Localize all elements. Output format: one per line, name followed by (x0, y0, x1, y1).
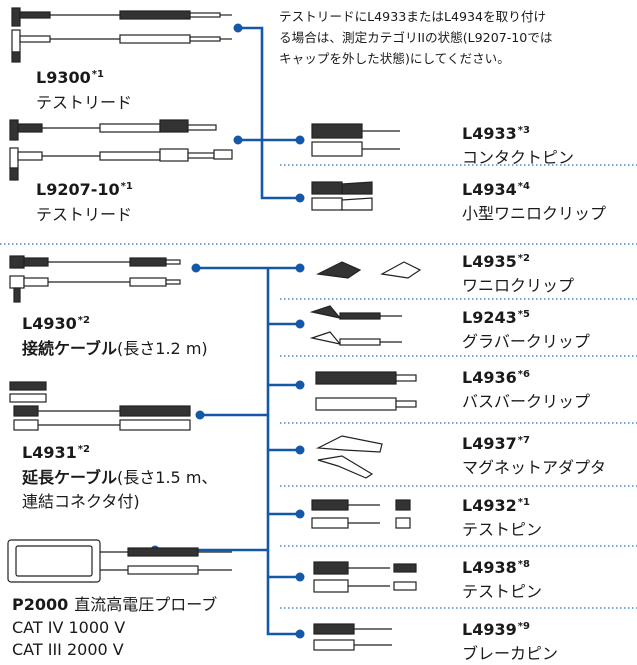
l4936-desc: バスバークリップ (462, 392, 591, 411)
l4934-desc: 小型ワニロクリップ (462, 204, 607, 223)
l4932-footnote: *1 (517, 497, 530, 508)
l4937-desc: マグネットアダプタ (462, 458, 607, 477)
l4931-spec-2: 連結コネクタ付) (22, 492, 140, 511)
l4934-illustration (311, 181, 373, 211)
l9243-model: L9243 (462, 308, 517, 327)
p2000-model: P2000 (12, 595, 69, 614)
l4936-label: L4936*6 バスバークリップ (462, 366, 590, 413)
l4931-footnote: *2 (77, 444, 90, 455)
l4932-illustration (311, 499, 411, 529)
l4938-illustration (313, 561, 417, 593)
l4930-footnote: *2 (77, 315, 90, 326)
separators (0, 164, 637, 609)
l4932-desc: テストピン (462, 520, 543, 539)
l4932-label: L4932*1 テストピン (462, 494, 542, 541)
l4937-model: L4937 (462, 434, 517, 453)
note-line-2: る場合は、測定カテゴリIIの状態(L9207-10では (279, 30, 553, 45)
l9243-footnote: *5 (517, 309, 530, 320)
l4933-illustration (311, 123, 400, 157)
l4934-label: L4934*4 小型ワニロクリップ (462, 178, 606, 225)
l4938-model: L4938 (462, 558, 517, 577)
l4930-model: L4930 (22, 314, 77, 333)
l4930-illustration (9, 255, 181, 303)
l4931-label: L4931*2 延長ケーブル(長さ1.5 m、 連結コネクタ付) (22, 441, 217, 513)
l9207-illustration (9, 119, 233, 181)
l4935-label: L4935*2 ワニロクリップ (462, 250, 574, 297)
l4936-model: L4936 (462, 368, 517, 387)
l4937-footnote: *7 (517, 435, 530, 446)
l4935-desc: ワニロクリップ (462, 276, 575, 295)
l4939-label: L4939*9 ブレーカピン (462, 618, 558, 665)
l4931-spec: (長さ1.5 m、 (117, 468, 218, 487)
l9243-label: L9243*5 グラバークリップ (462, 306, 590, 353)
l4930-spec: (長さ1.2 m) (117, 339, 208, 358)
l4930-desc: 接続ケーブル (22, 339, 118, 358)
l4934-model: L4934 (462, 180, 517, 199)
l4933-label: L4933*3 コンタクトピン (462, 122, 574, 169)
l9207-desc: テストリード (36, 205, 133, 224)
p2000-illustration (7, 539, 232, 583)
l9300-desc: テストリード (36, 93, 133, 112)
note-line-3: キャップを外した状態)にしてください。 (279, 51, 510, 66)
p2000-cat-1: CAT IV 1000 V (12, 618, 126, 637)
connector-lines-bottom (155, 266, 300, 636)
l9207-label: L9207-10*1 テストリード (36, 178, 133, 226)
l4932-model: L4932 (462, 496, 517, 515)
l9207-model: L9207-10 (36, 180, 120, 199)
l4939-model: L4939 (462, 620, 517, 639)
l4937-illustration (315, 435, 383, 479)
p2000-desc: 直流高電圧プローブ (74, 595, 218, 614)
l9300-label: L9300*1 テストリード (36, 66, 132, 114)
l9243-desc: グラバークリップ (462, 332, 590, 351)
l4935-model: L4935 (462, 252, 517, 271)
l4933-footnote: *3 (517, 125, 530, 136)
l9300-model: L9300 (36, 68, 91, 87)
l9243-illustration (309, 305, 402, 346)
l4935-illustration (315, 261, 422, 279)
l4933-model: L4933 (462, 124, 517, 143)
l4931-model: L4931 (22, 443, 77, 462)
note-line-1: テストリードにL4933またはL4934を取り付け (279, 9, 547, 24)
p2000-label: P2000 直流高電圧プローブ CAT IV 1000 V CAT III 200… (12, 594, 217, 661)
connection-note: テストリードにL4933またはL4934を取り付け る場合は、測定カテゴリIIの… (279, 6, 552, 69)
l4934-footnote: *4 (517, 181, 530, 192)
l4931-illustration (9, 381, 191, 431)
l4939-illustration (313, 623, 392, 651)
l4933-desc: コンタクトピン (462, 148, 575, 167)
l4936-illustration (315, 371, 417, 411)
connector-dots-top (233, 23, 305, 203)
l4939-desc: ブレーカピン (462, 644, 559, 663)
l4931-desc: 延長ケーブル (22, 468, 118, 487)
p2000-cat-2: CAT III 2000 V (12, 640, 124, 659)
l4936-footnote: *6 (517, 369, 530, 380)
l9207-footnote: *1 (120, 181, 133, 192)
l4939-footnote: *9 (517, 621, 530, 632)
l9300-illustration (11, 7, 232, 63)
l4938-desc: テストピン (462, 582, 543, 601)
l4937-label: L4937*7 マグネットアダプタ (462, 432, 606, 479)
l4938-footnote: *8 (517, 559, 530, 570)
l4938-label: L4938*8 テストピン (462, 556, 542, 603)
l9300-footnote: *1 (91, 69, 104, 80)
l4935-footnote: *2 (517, 253, 530, 264)
l4930-label: L4930*2 接続ケーブル(長さ1.2 m) (22, 312, 208, 360)
